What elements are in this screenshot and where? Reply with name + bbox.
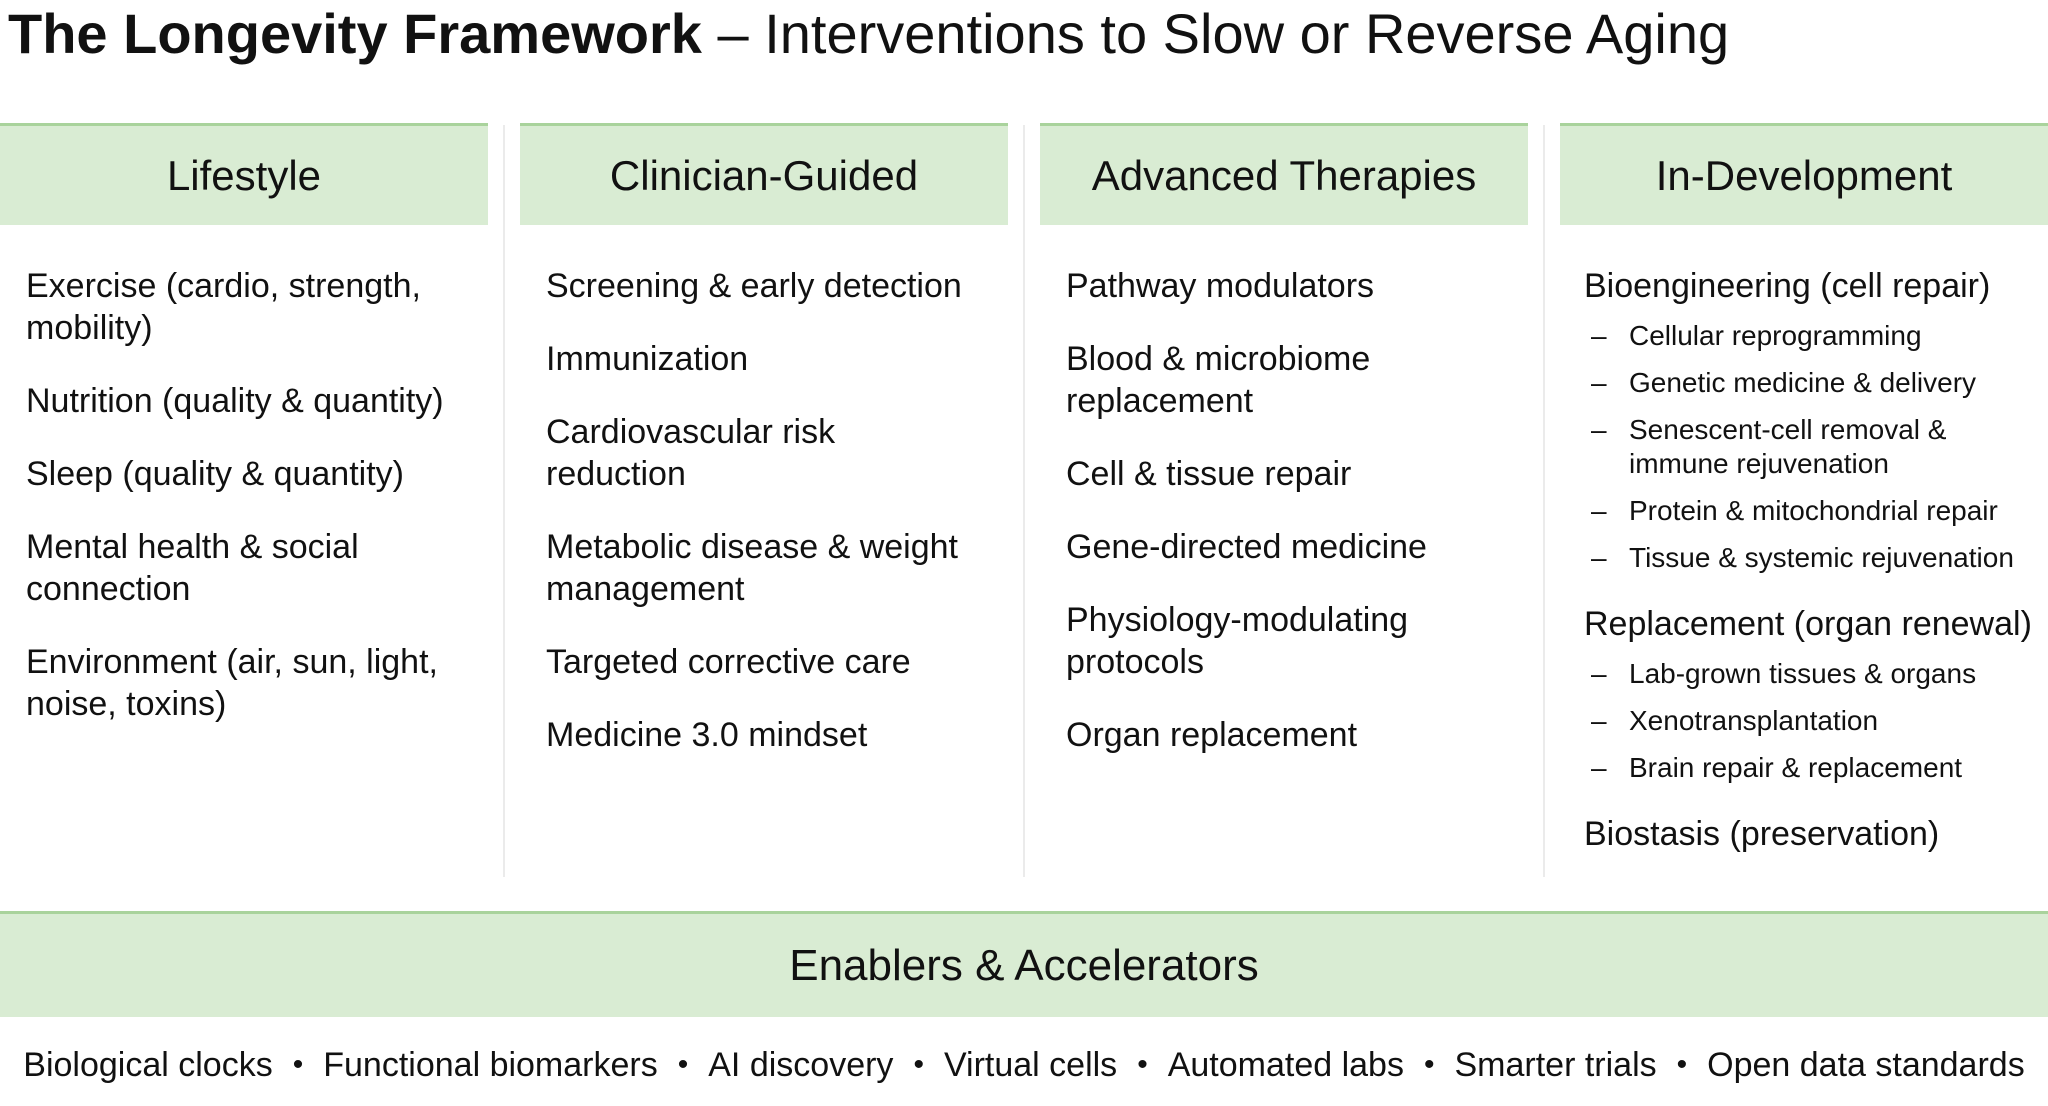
group-title: Biostasis (preservation) [1584,815,1940,853]
column-header-label: In-Development [1655,151,1953,199]
group-replacement: Replacement (organ renewal) –Lab-grown t… [1584,603,2048,785]
column-header-clinician-guided: Clinician-Guided [520,123,1008,225]
list-item: Environment (air, sun, light, noise, tox… [26,643,438,723]
enabler-item: Biological clocks [23,1045,273,1084]
list-item: Mental health & social connection [26,528,359,608]
column-header-label: Lifestyle [166,151,322,199]
group-title: Bioengineering (cell repair) [1584,267,1991,305]
column-advanced-therapies-list: Pathway modulators Blood & microbiome re… [1066,265,1526,787]
list-item: Gene-directed medicine [1066,528,1427,566]
sub-list-item-label: Brain repair & replacement [1629,752,1963,783]
title-bold: The Longevity Framework [8,2,702,65]
column-in-development-list: Bioengineering (cell repair) –Cellular r… [1584,265,2048,883]
column-header-label: Clinician-Guided [609,151,919,199]
list-item: Blood & microbiome replacement [1066,340,1371,420]
bullet-separator: • [913,1048,924,1081]
enabler-item: Automated labs [1167,1045,1404,1084]
bullet-separator: • [677,1048,689,1081]
bullet-separator: • [1137,1048,1148,1081]
list-item: Medicine 3.0 mindset [546,716,868,754]
sub-list-item-label: Tissue & systemic rejuvenation [1629,542,2014,573]
sub-list-item-label: Lab-grown tissues & organs [1629,658,1977,689]
column-clinician-guided-list: Screening & early detection Immunization… [546,265,1006,787]
list-item: Cardiovascular risk reduction [546,413,836,493]
sub-list-item: –Xenotransplantation [1584,704,2048,738]
sub-list-item: –Tissue & systemic rejuvenation [1584,541,2048,575]
group-bioengineering: Bioengineering (cell repair) –Cellular r… [1584,265,2048,575]
enablers-list: Biological clocks • Functional biomarker… [0,1040,2048,1090]
enabler-item: Functional biomarkers [323,1045,658,1084]
list-item: Cell & tissue repair [1066,455,1352,493]
dash-marker: – [1591,658,1607,689]
list-item: Screening & early detection [546,267,962,305]
enabler-item: AI discovery [708,1045,894,1084]
enablers-header-label: Enablers & Accelerators [789,940,1259,990]
column-divider [1023,125,1025,877]
list-item: Targeted corrective care [546,643,911,681]
bullet-separator: • [292,1048,304,1081]
title-subtitle: – Interventions to Slow or Reverse Aging [701,2,1730,65]
list-item: Organ replacement [1066,716,1358,754]
sub-list-item-label: Xenotransplantation [1629,705,1879,736]
dash-marker: – [1591,495,1607,526]
bullet-separator: • [1676,1048,1688,1081]
column-header-in-development: In-Development [1560,123,2048,225]
page-title: The Longevity Framework – Interventions … [8,2,1729,66]
dash-marker: – [1591,367,1607,398]
list-item: Sleep (quality & quantity) [26,455,404,493]
dash-marker: – [1591,752,1607,783]
group-biostasis: Biostasis (preservation) [1584,813,2048,855]
bullet-separator: • [1423,1048,1435,1081]
list-item: Nutrition (quality & quantity) [26,382,444,420]
column-header-label: Advanced Therapies [1091,151,1477,199]
dash-marker: – [1591,705,1607,736]
sub-list-item: –Lab-grown tissues & organs [1584,657,2048,691]
enabler-item: Virtual cells [943,1045,1118,1084]
dash-marker: – [1591,414,1607,445]
sub-list-item: –Brain repair & replacement [1584,751,2048,785]
enablers-header: Enablers & Accelerators [0,911,2048,1017]
sub-list-item-label: Cellular reprogramming [1629,320,1922,351]
dash-marker: – [1591,542,1607,573]
list-item: Physiology-modulating protocols [1066,601,1409,681]
column-header-advanced-therapies: Advanced Therapies [1040,123,1528,225]
group-title: Replacement (organ renewal) [1584,605,2032,643]
list-item: Immunization [546,340,749,378]
list-item: Pathway modulators [1066,267,1375,305]
sub-list-item: –Cellular reprogramming [1584,319,2048,353]
sub-list-item: –Protein & mitochondrial repair [1584,494,2048,528]
enabler-item: Smarter trials [1454,1045,1657,1084]
column-divider [1543,125,1545,877]
column-lifestyle-list: Exercise (cardio, strength, mobility) Nu… [26,265,486,756]
column-header-lifestyle: Lifestyle [0,123,488,225]
sub-list-item-label: Protein & mitochondrial repair [1629,495,1998,526]
column-divider [503,125,505,877]
enabler-item: Open data standards [1707,1045,2025,1084]
list-item: Exercise (cardio, strength, mobility) [26,267,421,347]
list-item: Metabolic disease & weight management [546,528,959,608]
sub-list-item: –Genetic medicine & delivery [1584,366,2048,400]
sub-list-item-label: Genetic medicine & delivery [1629,367,1977,398]
sub-list-item-label: Senescent-cell removal & immune rejuvena… [1629,414,1947,479]
sub-list-item: –Senescent-cell removal & immune rejuven… [1584,413,1959,481]
dash-marker: – [1591,320,1607,351]
